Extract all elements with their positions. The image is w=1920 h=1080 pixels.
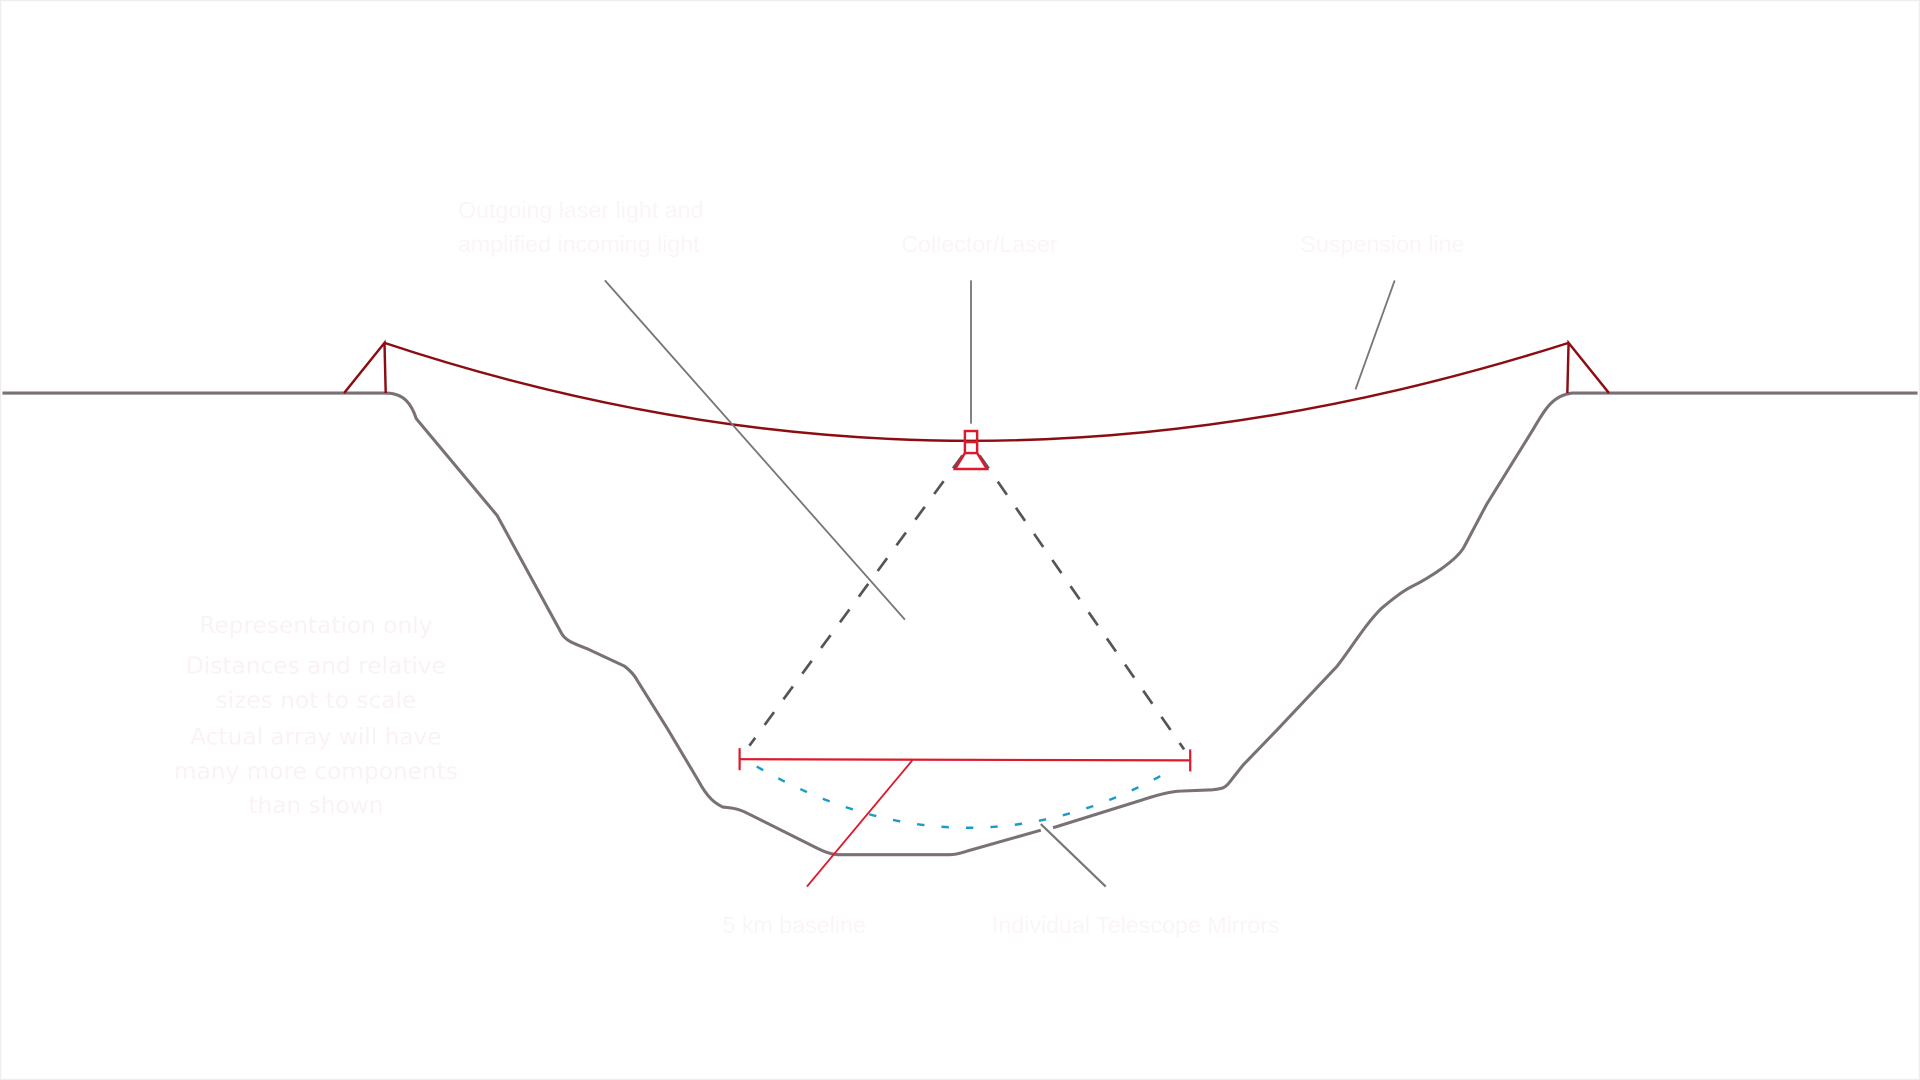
note-line1: Representation only xyxy=(199,612,432,639)
note-line2: Distances and relative xyxy=(186,652,446,679)
label-mirrors: Individual Telescope Mirrors xyxy=(992,912,1280,938)
note-line4: Actual array will have xyxy=(190,723,441,750)
leader-suspension xyxy=(1354,280,1396,390)
note-line3: sizes not to scale xyxy=(216,687,417,714)
label-baseline: 5 km baseline xyxy=(722,912,865,938)
leader-beam xyxy=(604,279,906,621)
label-beam-line2: amplified incoming light xyxy=(458,231,700,257)
disclaimer-note: Representation only Distances and relati… xyxy=(174,612,458,819)
beam-right xyxy=(978,454,1186,751)
mirror-arc xyxy=(756,765,1174,829)
label-suspension: Suspension line xyxy=(1300,231,1464,257)
note-line5: many more components xyxy=(174,758,458,785)
collector-laser-icon xyxy=(952,429,990,471)
note-line6: than shown xyxy=(248,792,383,819)
baseline-bar xyxy=(738,748,1192,772)
beam-left xyxy=(748,454,964,747)
label-beam-line1: Outgoing laser light and xyxy=(458,197,704,223)
leader-baseline xyxy=(806,759,913,888)
leader-mirrors xyxy=(1040,823,1107,888)
label-collector: Collector/Laser xyxy=(901,231,1058,257)
terrain-profile xyxy=(2,391,1918,857)
